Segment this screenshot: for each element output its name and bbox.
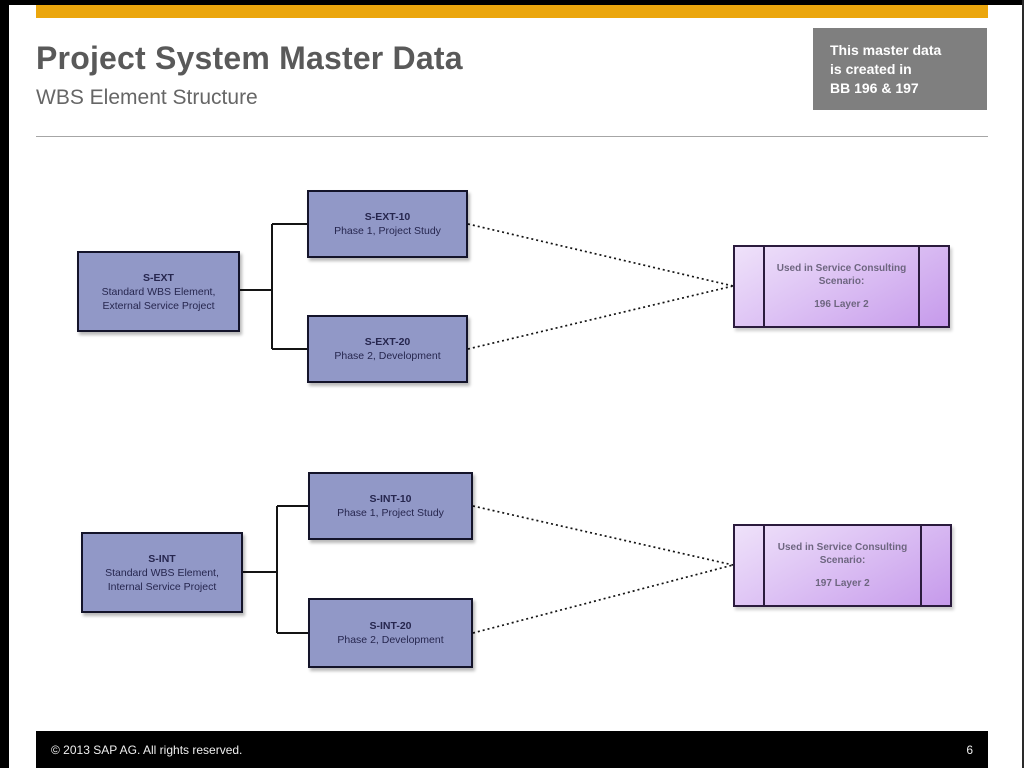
wbs-box-s-int-id: S-INT [148,552,176,565]
frame-top-border [0,0,1024,5]
wbs-box-s-int-line1: Standard WBS Element, [105,566,219,579]
wbs-box-s-int-line2: Internal Service Project [107,580,217,593]
wbs-box-s-int: S-INT Standard WBS Element, Internal Ser… [81,532,243,613]
usage-box-197: Used in Service Consulting Scenario: 197… [733,524,952,607]
usage-box-196-value: 196 Layer 2 [814,299,869,310]
page-subtitle: WBS Element Structure [36,86,258,109]
callout-note: This master data is created in BB 196 & … [813,28,987,110]
dotted-link-sext10-usage196 [467,223,734,287]
usage-box-197-right-divider [920,526,922,605]
callout-line-2: is created in [830,61,912,77]
wbs-box-s-ext-10: S-EXT-10 Phase 1, Project Study [307,190,468,258]
footer-copyright: © 2013 SAP AG. All rights reserved. [51,742,243,757]
wbs-box-s-ext-20-id: S-EXT-20 [364,336,411,348]
wbs-box-s-int-10-desc: Phase 1, Project Study [337,507,444,519]
footer-page-number: 6 [966,742,973,757]
wbs-box-s-ext-10-id: S-EXT-10 [364,211,411,223]
usage-box-196-label: Used in Service Consulting Scenario: [776,263,907,287]
wbs-box-s-ext: S-EXT Standard WBS Element, External Ser… [77,251,240,332]
usage-box-197-left-divider [763,526,765,605]
wbs-box-s-ext-10-desc: Phase 1, Project Study [334,225,441,237]
frame-left-border [0,0,9,768]
wbs-box-s-ext-20: S-EXT-20 Phase 2, Development [307,315,468,383]
header-divider-line [36,136,988,137]
page-title: Project System Master Data [36,40,463,76]
accent-gold-bar [36,5,988,18]
wbs-box-s-int-20-desc: Phase 2, Development [337,634,444,646]
dotted-link-sext20-usage196 [467,285,734,350]
callout-line-3: BB 196 & 197 [830,80,919,96]
usage-box-196-right-divider [918,247,920,326]
wbs-box-s-ext-id: S-EXT [143,271,174,284]
dotted-link-sint10-usage197 [472,505,734,566]
wbs-box-s-int-20-id: S-INT-20 [369,620,412,632]
usage-box-196: Used in Service Consulting Scenario: 196… [733,245,950,328]
usage-box-196-left-divider [763,247,765,326]
wbs-box-s-int-20: S-INT-20 Phase 2, Development [308,598,473,668]
wbs-box-s-ext-line1: Standard WBS Element, [101,285,216,298]
usage-box-197-value: 197 Layer 2 [815,578,870,589]
usage-box-197-label: Used in Service Consulting Scenario: [777,542,908,566]
wbs-box-s-ext-20-desc: Phase 2, Development [334,350,441,362]
callout-line-1: This master data [830,42,942,58]
wbs-box-s-int-10-id: S-INT-10 [369,493,412,505]
wbs-box-s-ext-line2: External Service Project [102,299,215,312]
dotted-link-sint20-usage197 [472,564,734,634]
wbs-box-s-int-10: S-INT-10 Phase 1, Project Study [308,472,473,540]
frame-right-border [1022,0,1024,768]
footer-bar: © 2013 SAP AG. All rights reserved. 6 [36,731,988,768]
